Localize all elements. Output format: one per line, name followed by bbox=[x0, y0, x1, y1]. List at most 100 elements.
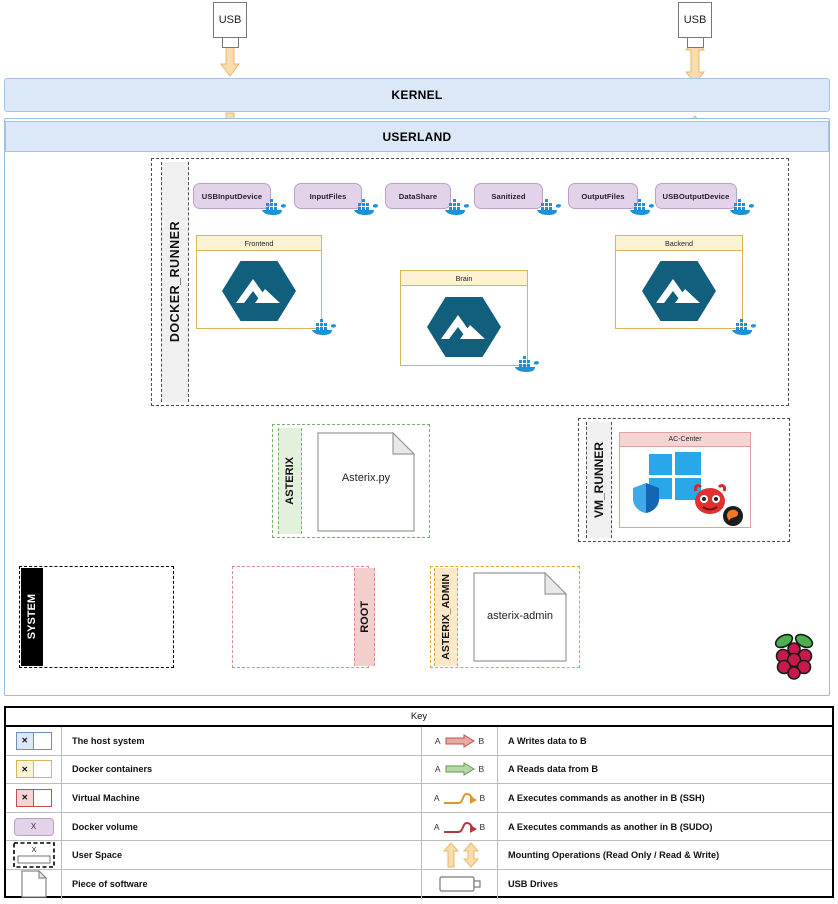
software-asterix-admin[interactable] bbox=[473, 572, 567, 662]
container-brain-header: Brain bbox=[401, 271, 527, 286]
user-space-icon: X bbox=[6, 841, 62, 869]
hexagon-mountain-logo-frontend bbox=[222, 260, 296, 321]
user-space-asterix-admin bbox=[430, 566, 580, 668]
key-label-user-space: User Space bbox=[62, 841, 422, 869]
user-space-system bbox=[19, 566, 174, 668]
key-row-docker-volume: X Docker volume A B A Executes commands … bbox=[6, 812, 832, 842]
userland-layer: USERLAND bbox=[5, 121, 829, 152]
usb-drive-right-connector bbox=[687, 38, 704, 48]
key-row-user-space: X User Space Mounting Operations (Read O… bbox=[6, 841, 832, 870]
user-space-asterix-label: ASTERIX bbox=[284, 457, 296, 505]
hexagon-mountain-logo-brain bbox=[427, 296, 501, 357]
user-space-docker-runner bbox=[151, 158, 789, 406]
arrow-b-3: B bbox=[479, 792, 486, 803]
docker-container-icon: ✕ bbox=[6, 755, 62, 784]
docker-whale-icon-4 bbox=[537, 199, 561, 215]
defender-shield-icon bbox=[633, 483, 659, 513]
virtual-machine-ac-center-label: AC-Center bbox=[668, 436, 702, 443]
key-row-software: Piece of software USB Drives bbox=[6, 869, 832, 899]
key-label-docker-containers: Docker containers bbox=[62, 755, 422, 784]
mount-arrows bbox=[422, 841, 498, 869]
container-frontend[interactable]: Frontend bbox=[196, 235, 322, 329]
user-space-system-tab: SYSTEM bbox=[21, 568, 43, 666]
arrow-b-4: B bbox=[479, 821, 486, 832]
user-space-system-label: SYSTEM bbox=[26, 594, 38, 640]
docker-volume-datashare[interactable]: DataShare bbox=[385, 183, 451, 209]
docker-volume-usboutputdevice-label: USBOutputDevice bbox=[662, 191, 730, 201]
usb-drive-left: USB bbox=[213, 2, 247, 38]
key-desc-ssh: A Executes commands as another in B (SSH… bbox=[508, 792, 705, 803]
container-frontend-body bbox=[197, 251, 321, 330]
red-write-arrow: A B bbox=[422, 727, 498, 755]
key-desc-reads: A Reads data from B bbox=[508, 764, 599, 775]
docker-whale-icon-5 bbox=[630, 199, 654, 215]
docker-volume-usbinputdevice-label: USBInputDevice bbox=[201, 191, 263, 201]
docker-volume-usbinputdevice[interactable]: USBInputDevice bbox=[193, 183, 271, 209]
arrow-a-1: A bbox=[434, 735, 441, 746]
docker-volume-inputfiles-label: InputFiles bbox=[309, 191, 347, 201]
user-space-asterix-admin-label: ASTERIX_ADMIN bbox=[440, 574, 452, 660]
container-brain[interactable]: Brain bbox=[400, 270, 528, 366]
container-frontend-label: Frontend bbox=[244, 238, 274, 248]
usb-drive-left-connector bbox=[222, 38, 239, 48]
docker-whale-icon-3 bbox=[445, 199, 469, 215]
userland-container bbox=[4, 118, 830, 696]
key-desc-usb: USB Drives bbox=[508, 879, 559, 890]
docker-volume-sanitized-label: Sanitized bbox=[491, 191, 526, 201]
browser-icon bbox=[723, 506, 743, 526]
software-asterix-py[interactable] bbox=[317, 432, 415, 532]
hexagon-mountain-logo-backend bbox=[642, 260, 716, 321]
docker-volume-icon: X bbox=[6, 812, 62, 841]
userland-label: USERLAND bbox=[382, 129, 452, 144]
user-space-root-label: ROOT bbox=[358, 601, 371, 633]
user-space-docker-runner-tab: DOCKER_RUNNER bbox=[161, 162, 189, 402]
user-space-asterix bbox=[272, 424, 430, 538]
docker-whale-icon-brain bbox=[515, 356, 539, 372]
software-asterix-py-label: Asterix.py bbox=[341, 472, 391, 484]
virtual-machine-icon: ✕ bbox=[6, 784, 62, 812]
container-backend[interactable]: Backend bbox=[615, 235, 743, 329]
key-label-host-system: The host system bbox=[62, 727, 422, 755]
mount-arrow-left-usb-kernel bbox=[220, 45, 240, 77]
arrow-a-4: A bbox=[433, 821, 440, 832]
usb-drive-right-label: USB bbox=[683, 14, 707, 26]
container-backend-header: Backend bbox=[616, 236, 742, 251]
docker-whale-icon-2 bbox=[354, 199, 378, 215]
arrow-b-2: B bbox=[478, 764, 485, 775]
docker-whale-icon-6 bbox=[730, 199, 754, 215]
kernel-layer: KERNEL bbox=[4, 78, 830, 112]
user-space-asterix-admin-tab: ASTERIX_ADMIN bbox=[434, 568, 458, 666]
user-space-vm-runner-label: VM_RUNNER bbox=[592, 441, 606, 518]
host-system-icon: ✕ bbox=[6, 727, 62, 755]
docker-whale-icon-frontend bbox=[312, 319, 336, 335]
svg-text:X: X bbox=[31, 847, 36, 854]
key-row-host-system: ✕ The host system A B A Writes data to B bbox=[6, 727, 832, 756]
key-title: Key bbox=[6, 708, 832, 727]
docker-volume-datashare-label: DataShare bbox=[398, 191, 438, 201]
kernel-label: KERNEL bbox=[391, 88, 443, 102]
usb-drive-left-label: USB bbox=[218, 14, 242, 26]
key-label-software: Piece of software bbox=[62, 869, 422, 899]
key-desc-mounting: Mounting Operations (Read Only / Read & … bbox=[508, 850, 720, 861]
software-icon bbox=[6, 869, 62, 899]
docker-volume-outputfiles[interactable]: OutputFiles bbox=[568, 183, 638, 209]
user-space-docker-runner-label: DOCKER_RUNNER bbox=[168, 221, 182, 343]
key-desc-writes: A Writes data to B bbox=[508, 735, 587, 746]
usb-drive-right: USB bbox=[678, 2, 712, 38]
software-asterix-admin-label: asterix-admin bbox=[486, 610, 554, 622]
docker-volume-sanitized[interactable]: Sanitized bbox=[474, 183, 543, 209]
green-read-arrow: A B bbox=[422, 755, 498, 784]
raspberry-pi-logo bbox=[774, 633, 814, 680]
devil-icon bbox=[694, 484, 726, 514]
docker-volume-usboutputdevice[interactable]: USBOutputDevice bbox=[655, 183, 737, 209]
docker-whale-icon-backend bbox=[732, 319, 756, 335]
user-space-vm-runner-tab: VM_RUNNER bbox=[586, 422, 612, 538]
key-row-virtual-machine: ✕ Virtual Machine A B A Executes command… bbox=[6, 784, 832, 813]
yellow-ssh-arrow: A B bbox=[422, 784, 498, 812]
docker-volume-inputfiles[interactable]: InputFiles bbox=[294, 183, 362, 209]
container-frontend-header: Frontend bbox=[197, 236, 321, 251]
key-desc-sudo: A Executes commands as another in B (SUD… bbox=[508, 821, 713, 832]
usb-drive-icon bbox=[422, 869, 498, 899]
arrow-a-2: A bbox=[434, 764, 441, 775]
